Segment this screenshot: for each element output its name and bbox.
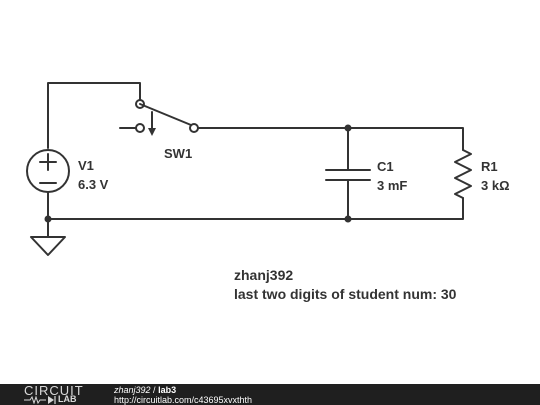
note-student-num: last two digits of student num: 30 <box>234 286 457 302</box>
note-author: zhanj392 <box>234 267 294 283</box>
footer-project-name[interactable]: lab3 <box>158 385 177 395</box>
switch-arrow-head <box>148 128 156 136</box>
circuit-schematic: V1 6.3 V SW1 C1 3 mF R1 3 kΩ <box>26 82 510 256</box>
wire-bottom-rail <box>47 197 464 220</box>
footer-title: zhanj392 / lab3 <box>114 385 176 395</box>
switch-blade <box>139 103 192 126</box>
resistor-r1[interactable] <box>454 149 472 199</box>
logo-text-circuit: CIRCUIT <box>24 383 84 398</box>
ground-symbol <box>30 236 66 256</box>
logo-waveform-icon <box>24 395 56 404</box>
v1-value-label: 6.3 V <box>78 177 109 192</box>
switch-pivot-terminal <box>135 99 145 109</box>
footer-bar: CIRCUIT LAB zhanj392 / lab3 http://circu… <box>0 384 540 405</box>
c1-name-label: C1 <box>377 159 394 174</box>
logo-text-lab: LAB <box>58 394 77 404</box>
r1-value-label: 3 kΩ <box>481 178 510 193</box>
circuitlab-logo[interactable]: CIRCUIT LAB <box>24 384 94 405</box>
r1-name-label: R1 <box>481 159 498 174</box>
junction-dot-top <box>344 124 352 132</box>
wire-v1-to-switch <box>47 82 141 149</box>
capacitor-c1[interactable] <box>325 127 371 220</box>
switch-sw1[interactable] <box>119 99 199 136</box>
c1-value-label: 3 mF <box>377 178 407 193</box>
switch-left-terminal <box>135 123 145 133</box>
switch-right-terminal <box>189 123 199 133</box>
v1-name-label: V1 <box>78 158 94 173</box>
footer-url-link[interactable]: http://circuitlab.com/c43695xvxthth <box>114 395 253 405</box>
footer-separator: / <box>150 385 159 395</box>
sw1-name-label: SW1 <box>164 146 192 161</box>
junction-dot-bottom <box>344 215 352 223</box>
wire-top-rail <box>197 127 464 151</box>
footer-author-link[interactable]: zhanj392 <box>114 385 151 395</box>
voltage-source-v1[interactable] <box>26 149 70 193</box>
junction-dot-ground <box>44 215 52 223</box>
